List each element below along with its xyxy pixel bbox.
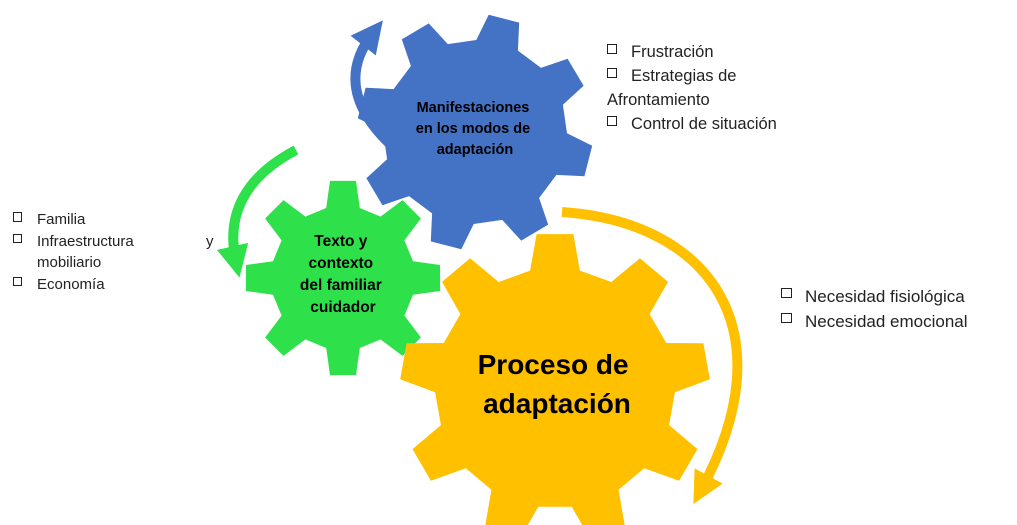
list-item-continuation: Afrontamiento: [607, 91, 710, 109]
checkbox-icon: [607, 43, 618, 54]
checkbox-icon: [781, 312, 792, 324]
checkbox-icon: [13, 212, 23, 222]
green-cycle-arrow: [216, 145, 299, 278]
yellow-cycle-arrow: [561, 207, 743, 505]
list-item: Estrategias de: [607, 64, 777, 88]
checkbox-icon: [13, 276, 23, 287]
list-item: Control de situación: [607, 112, 777, 136]
list-item: Familia: [13, 209, 134, 231]
green-list-stray-text: y: [206, 233, 214, 250]
list-item: Economía: [13, 274, 134, 296]
green-gear-label: Texto y contexto del familiar cuidador: [300, 233, 386, 316]
green-gear-list: Familia Infraestructura mobiliario Econo…: [13, 209, 134, 295]
list-item: Necesidad emocional: [781, 309, 968, 334]
list-item-continuation: mobiliario: [37, 254, 102, 271]
list-item: Infraestructura: [13, 231, 134, 253]
blue-gear-list: Frustración Estrategias de Afrontamiento…: [607, 40, 777, 136]
blue-gear-label: Manifestaciones en los modos de adaptaci…: [416, 100, 534, 158]
gear-green: [245, 180, 441, 376]
gear-blue: [357, 14, 593, 250]
checkbox-icon: [607, 115, 618, 126]
checkbox-icon: [13, 233, 23, 244]
gear-yellow: [400, 234, 710, 525]
blue-cycle-arrow: [350, 20, 396, 150]
yellow-gear-label: Proceso de adaptación: [478, 349, 637, 419]
checkbox-icon: [607, 67, 618, 78]
list-item: Frustración: [607, 40, 777, 64]
checkbox-icon: [781, 287, 792, 299]
yellow-gear-list: Necesidad fisiológica Necesidad emociona…: [781, 284, 968, 334]
list-item: Necesidad fisiológica: [781, 284, 968, 309]
